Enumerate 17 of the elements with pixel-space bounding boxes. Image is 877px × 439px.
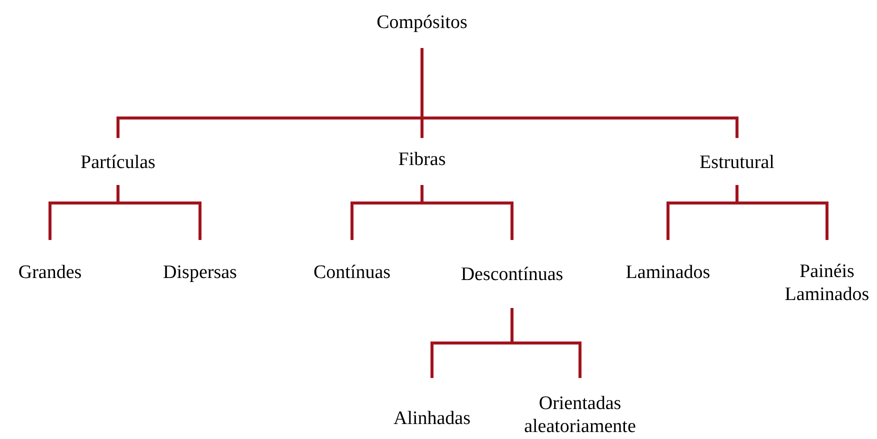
- category-label: Painéis Laminados: [784, 260, 870, 306]
- category-label: Orientadas aleatoriamente: [523, 392, 637, 438]
- category-label: Grandes: [18, 261, 82, 284]
- tree-connector: [736, 185, 828, 240]
- tree-connector: [420, 185, 514, 240]
- category-label: Laminados: [626, 261, 710, 284]
- tree-connector: [116, 185, 202, 240]
- category-label: Partículas: [80, 151, 156, 174]
- tree-connector: [510, 308, 582, 378]
- category-label: Compósitos: [376, 11, 468, 34]
- category-label: Dispersas: [163, 261, 237, 284]
- category-label: Estrutural: [700, 151, 774, 174]
- category-label: Descontínuas: [460, 263, 564, 286]
- tree-connector: [420, 48, 738, 138]
- category-label: Contínuas: [313, 261, 391, 284]
- category-label: Alinhadas: [393, 407, 471, 430]
- category-label: Fibras: [398, 148, 446, 171]
